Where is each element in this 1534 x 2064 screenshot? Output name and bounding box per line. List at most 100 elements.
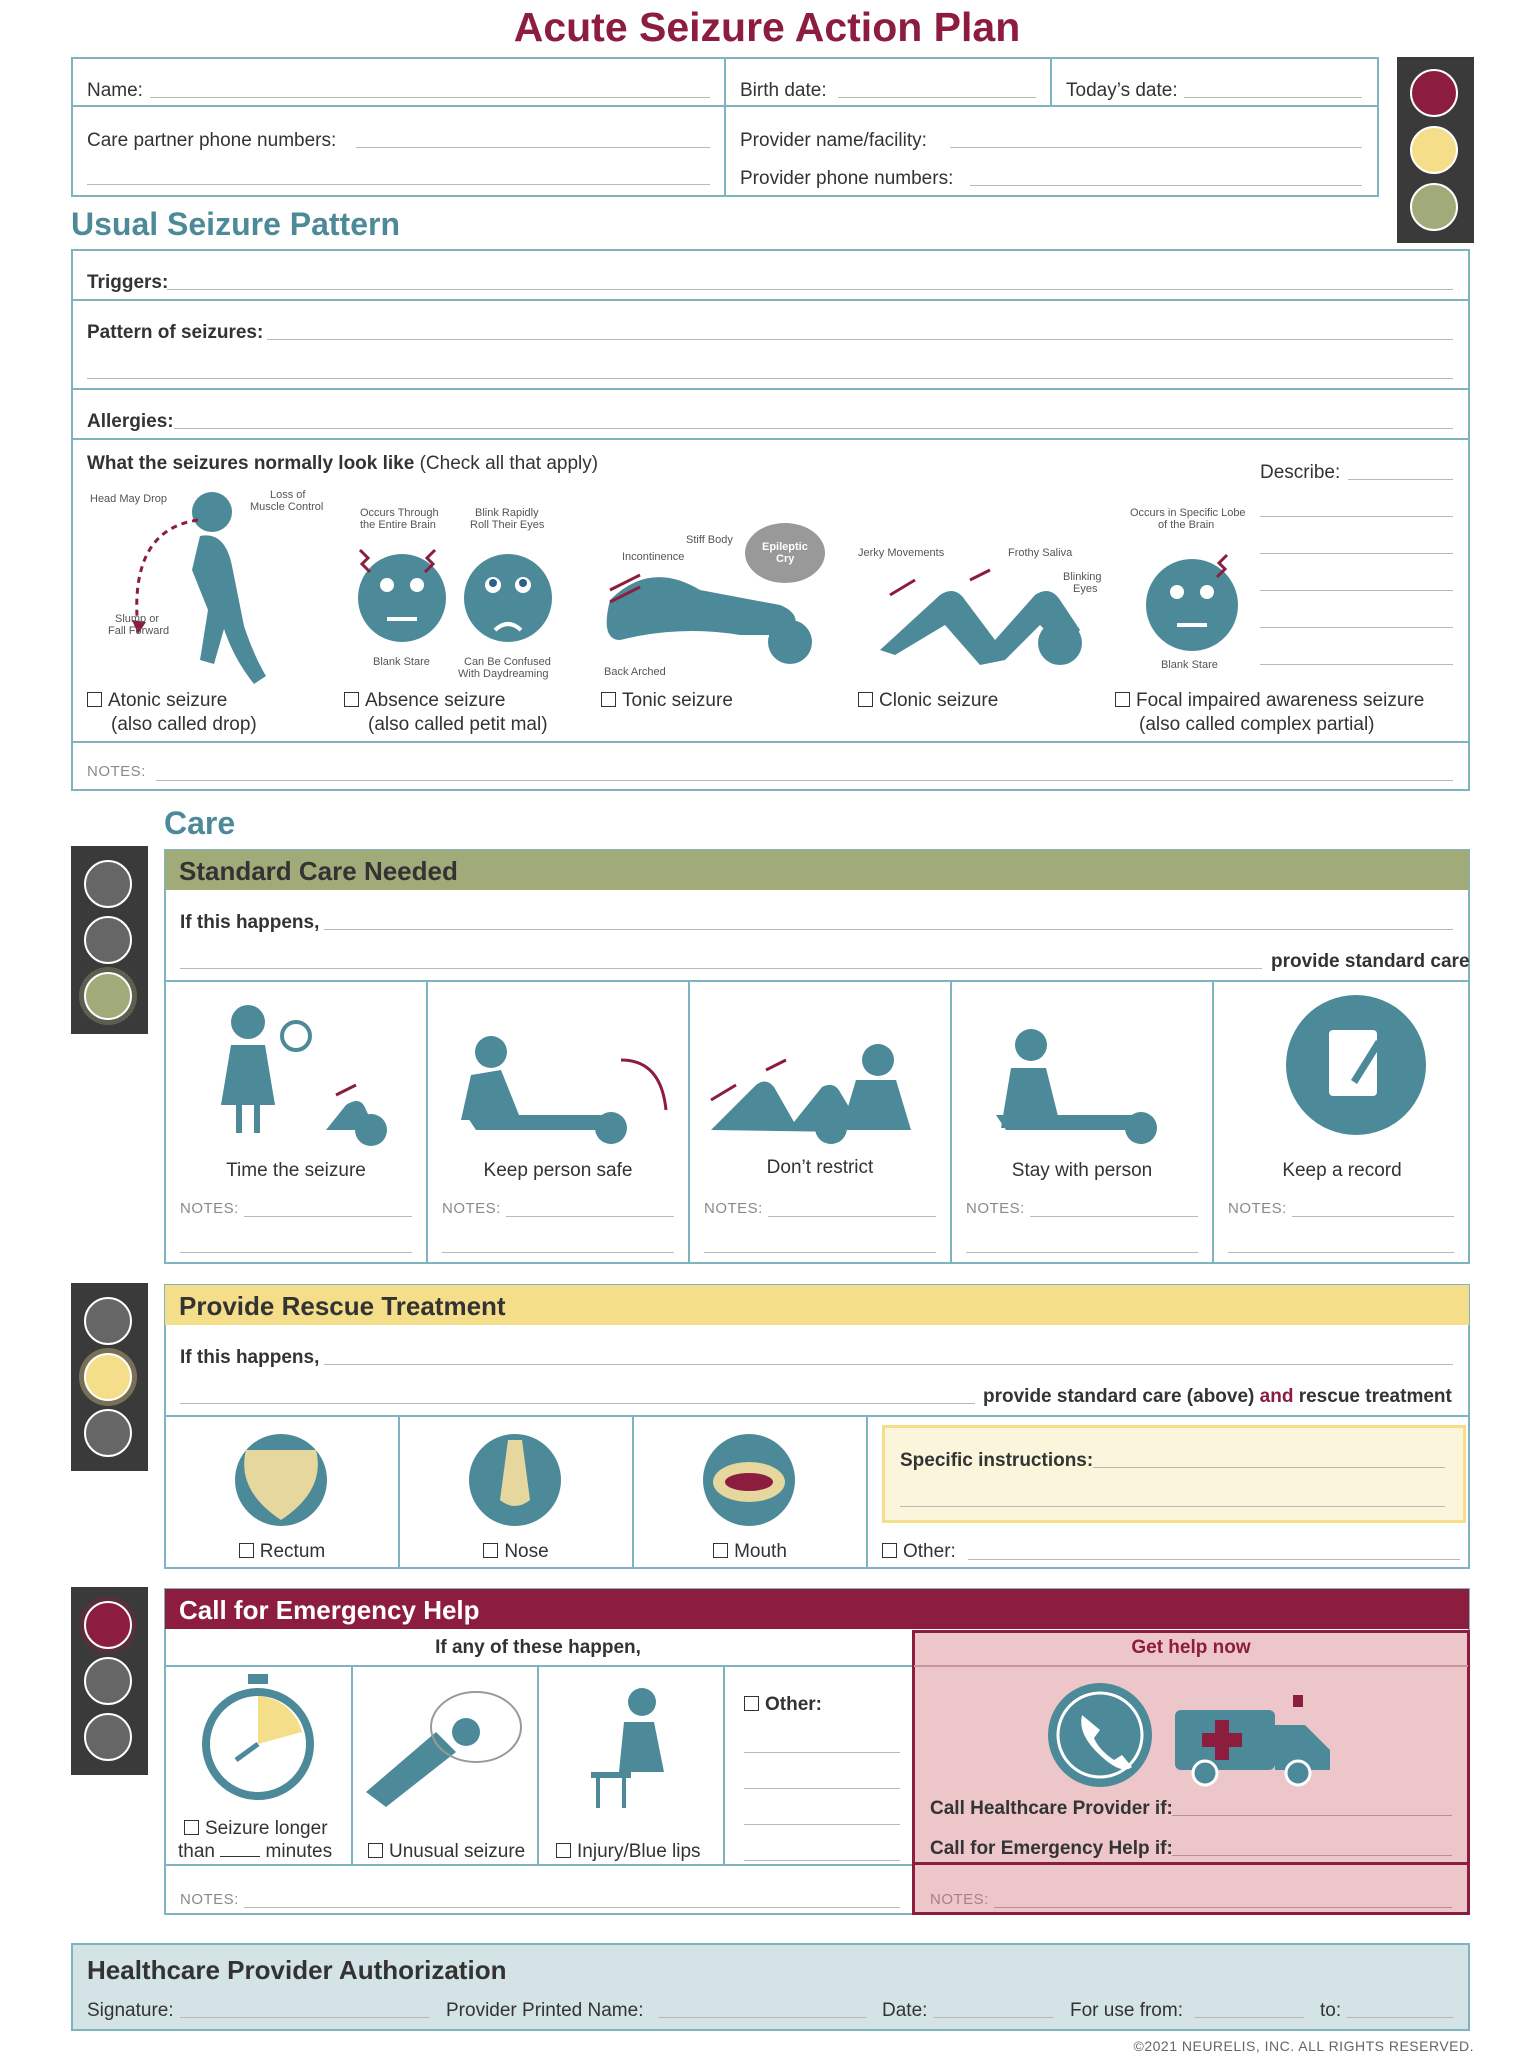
call-provider-field[interactable] [1172, 1815, 1452, 1816]
use-from-label: For use from: [1070, 2000, 1183, 2021]
use-from-field[interactable] [1194, 2017, 1304, 2018]
rescue-if-field[interactable] [324, 1364, 1453, 1365]
describe-field-6[interactable] [1260, 664, 1453, 665]
std-item-safe: Keep person safe [483, 1160, 633, 1181]
describe-field-3[interactable] [1260, 553, 1453, 554]
std-if-field[interactable] [324, 929, 1453, 930]
ann-blinking2: Eyes [1073, 583, 1098, 595]
use-to-label: to: [1320, 2000, 1342, 2021]
allergies-field[interactable] [174, 428, 1453, 429]
ann-lobe1: Occurs in Specific Lobe [1130, 507, 1246, 519]
care-phone-field[interactable] [356, 147, 710, 148]
auth-date-field[interactable] [934, 2017, 1054, 2018]
describe-field-2[interactable] [1260, 516, 1453, 517]
provider-field[interactable] [950, 147, 1362, 148]
yellow-light-icon [84, 1353, 132, 1401]
std-if-field-2[interactable] [180, 968, 1262, 969]
specific-instructions-box [882, 1425, 1466, 1523]
ann-occurs1: Occurs Through [360, 507, 439, 519]
route-mouth-checkbox[interactable]: Mouth [634, 1541, 866, 1563]
ann-incont: Incontinence [622, 551, 684, 563]
std-notes-2: NOTES: [442, 1200, 501, 1217]
specific-field[interactable] [1093, 1467, 1445, 1468]
seizure-longer-checkbox[interactable]: Seizure longer [184, 1818, 328, 1840]
get-help-panel [912, 1630, 1470, 1915]
name-field[interactable] [150, 97, 710, 98]
red-light-icon [1410, 69, 1458, 117]
provider-phone-field[interactable] [970, 185, 1362, 186]
route-rectum-checkbox[interactable]: Rectum [166, 1541, 398, 1563]
ann-blank2: Blank Stare [1161, 659, 1218, 671]
today-date-label: Today’s date: [1066, 80, 1178, 101]
route-nose-checkbox[interactable]: Nose [400, 1541, 632, 1563]
ann-confused2: With Daydreaming [458, 668, 548, 680]
any-happen-label: If any of these happen, [435, 1637, 641, 1658]
today-date-field[interactable] [1184, 97, 1362, 98]
auth-heading: Healthcare Provider Authorization [87, 1955, 507, 1985]
page-title: Acute Seizure Action Plan [513, 4, 1021, 50]
usual-notes-label: NOTES: [87, 763, 146, 780]
pattern-field-2[interactable] [87, 378, 1453, 379]
ann-arched: Back Arched [604, 666, 666, 678]
ann-frothy: Frothy Saliva [1008, 547, 1073, 559]
provide-std-label: provide standard care [1271, 951, 1470, 972]
std-care-illustrations [206, 995, 1426, 1146]
describe-field-5[interactable] [1260, 627, 1453, 628]
other-route-field[interactable] [968, 1559, 1460, 1560]
ann-slump: Slump or [115, 613, 159, 625]
use-to-field[interactable] [1346, 2017, 1454, 2018]
green-light-icon [1410, 183, 1458, 231]
ann-fall: Fall Forward [108, 625, 169, 637]
clonic-checkbox[interactable]: Clonic seizure [858, 690, 998, 712]
std-item-restrict: Don’t restrict [766, 1157, 874, 1178]
ann-blinking1: Blinking [1063, 571, 1102, 583]
triggers-field[interactable] [167, 289, 1453, 290]
birth-date-field[interactable] [838, 97, 1036, 98]
pattern-label: Pattern of seizures: [87, 322, 264, 343]
std-item-stay: Stay with person [1011, 1160, 1153, 1181]
provider-phone-label: Provider phone numbers: [740, 168, 954, 189]
allergies-label: Allergies: [87, 411, 174, 432]
emergency-illustrations [202, 1674, 664, 1808]
emerg-notes-label: NOTES: [180, 1891, 239, 1908]
std-item-time: Time the seizure [226, 1160, 366, 1181]
signature-label: Signature: [87, 2000, 174, 2021]
atonic-checkbox[interactable]: Atonic seizure [87, 690, 227, 712]
get-help-label: Get help now [1131, 1637, 1251, 1658]
std-notes-1: NOTES: [180, 1200, 239, 1217]
ann-jerky: Jerky Movements [858, 547, 945, 559]
help-notes-label: NOTES: [930, 1891, 989, 1908]
injury-checkbox[interactable]: Injury/Blue lips [556, 1841, 701, 1863]
traffic-light-yellow [71, 1283, 148, 1471]
describe-field-1[interactable] [1348, 479, 1453, 480]
provide-rescue-label: provide standard care (above) and rescue… [983, 1386, 1452, 1407]
ann-epi1: Epileptic [762, 541, 808, 553]
seizure-minutes[interactable]: than minutes [178, 1841, 333, 1862]
rescue-header: Provide Rescue Treatment [165, 1285, 1469, 1325]
describe-field-4[interactable] [1260, 590, 1453, 591]
std-if-label: If this happens, [180, 912, 320, 933]
other-emergency-checkbox[interactable]: Other: [744, 1694, 822, 1716]
usual-pattern-box [71, 249, 1470, 791]
unusual-seizure-checkbox[interactable]: Unusual seizure [368, 1841, 525, 1863]
usual-notes-field[interactable] [156, 780, 1453, 781]
name-label: Name: [87, 80, 143, 101]
printed-name-field[interactable] [658, 2017, 866, 2018]
signature-field[interactable] [180, 2017, 430, 2018]
ann-blank: Blank Stare [373, 656, 430, 668]
rescue-if-field-2[interactable] [180, 1403, 975, 1404]
describe-label: Describe: [1260, 462, 1341, 483]
absence-checkbox[interactable]: Absence seizure [344, 690, 505, 712]
focal-checkbox[interactable]: Focal impaired awareness seizure [1115, 690, 1424, 712]
other-route-checkbox[interactable]: Other: [882, 1541, 956, 1563]
call-emergency-label: Call for Emergency Help if: [930, 1838, 1173, 1859]
pattern-field[interactable] [267, 339, 1453, 340]
call-emergency-field[interactable] [1172, 1855, 1452, 1856]
traffic-light-red [71, 1587, 148, 1775]
ann-blink2: Roll Their Eyes [470, 519, 545, 531]
care-phone-field-2[interactable] [87, 184, 710, 185]
green-light-icon [84, 972, 132, 1020]
specific-field-2[interactable] [900, 1506, 1445, 1507]
tonic-checkbox[interactable]: Tonic seizure [601, 690, 733, 712]
red-light-icon [84, 1601, 132, 1649]
